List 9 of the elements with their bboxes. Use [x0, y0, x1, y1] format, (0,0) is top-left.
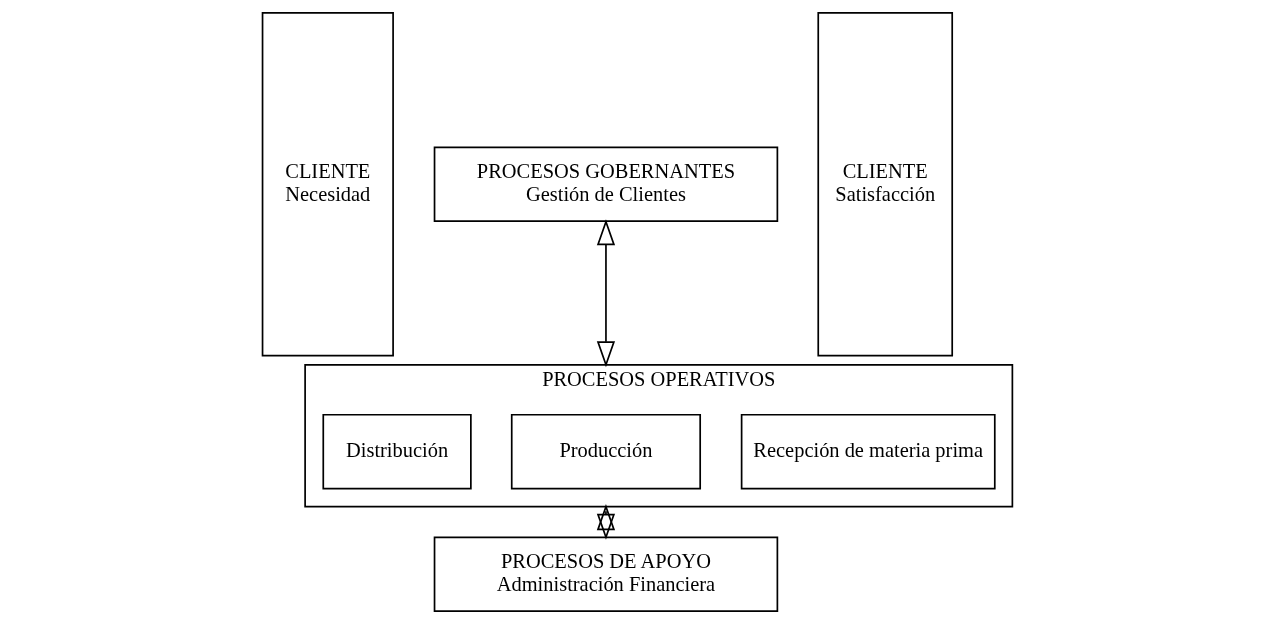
arrow	[596, 504, 615, 540]
node-box: PROCESOS GOBERNANTES Gestión de Clientes	[433, 146, 778, 223]
node-box: CLIENTE Necesidad	[261, 12, 394, 357]
node-box: CLIENTE Satisfacción	[816, 12, 953, 357]
node-box: Distribución	[321, 413, 472, 490]
node-box: PROCESOS DE APOYO Administración Financiera	[433, 536, 778, 612]
node-box: Producción	[510, 413, 701, 490]
node-box: Recepción de materia prima	[740, 413, 996, 490]
arrow	[596, 219, 615, 368]
